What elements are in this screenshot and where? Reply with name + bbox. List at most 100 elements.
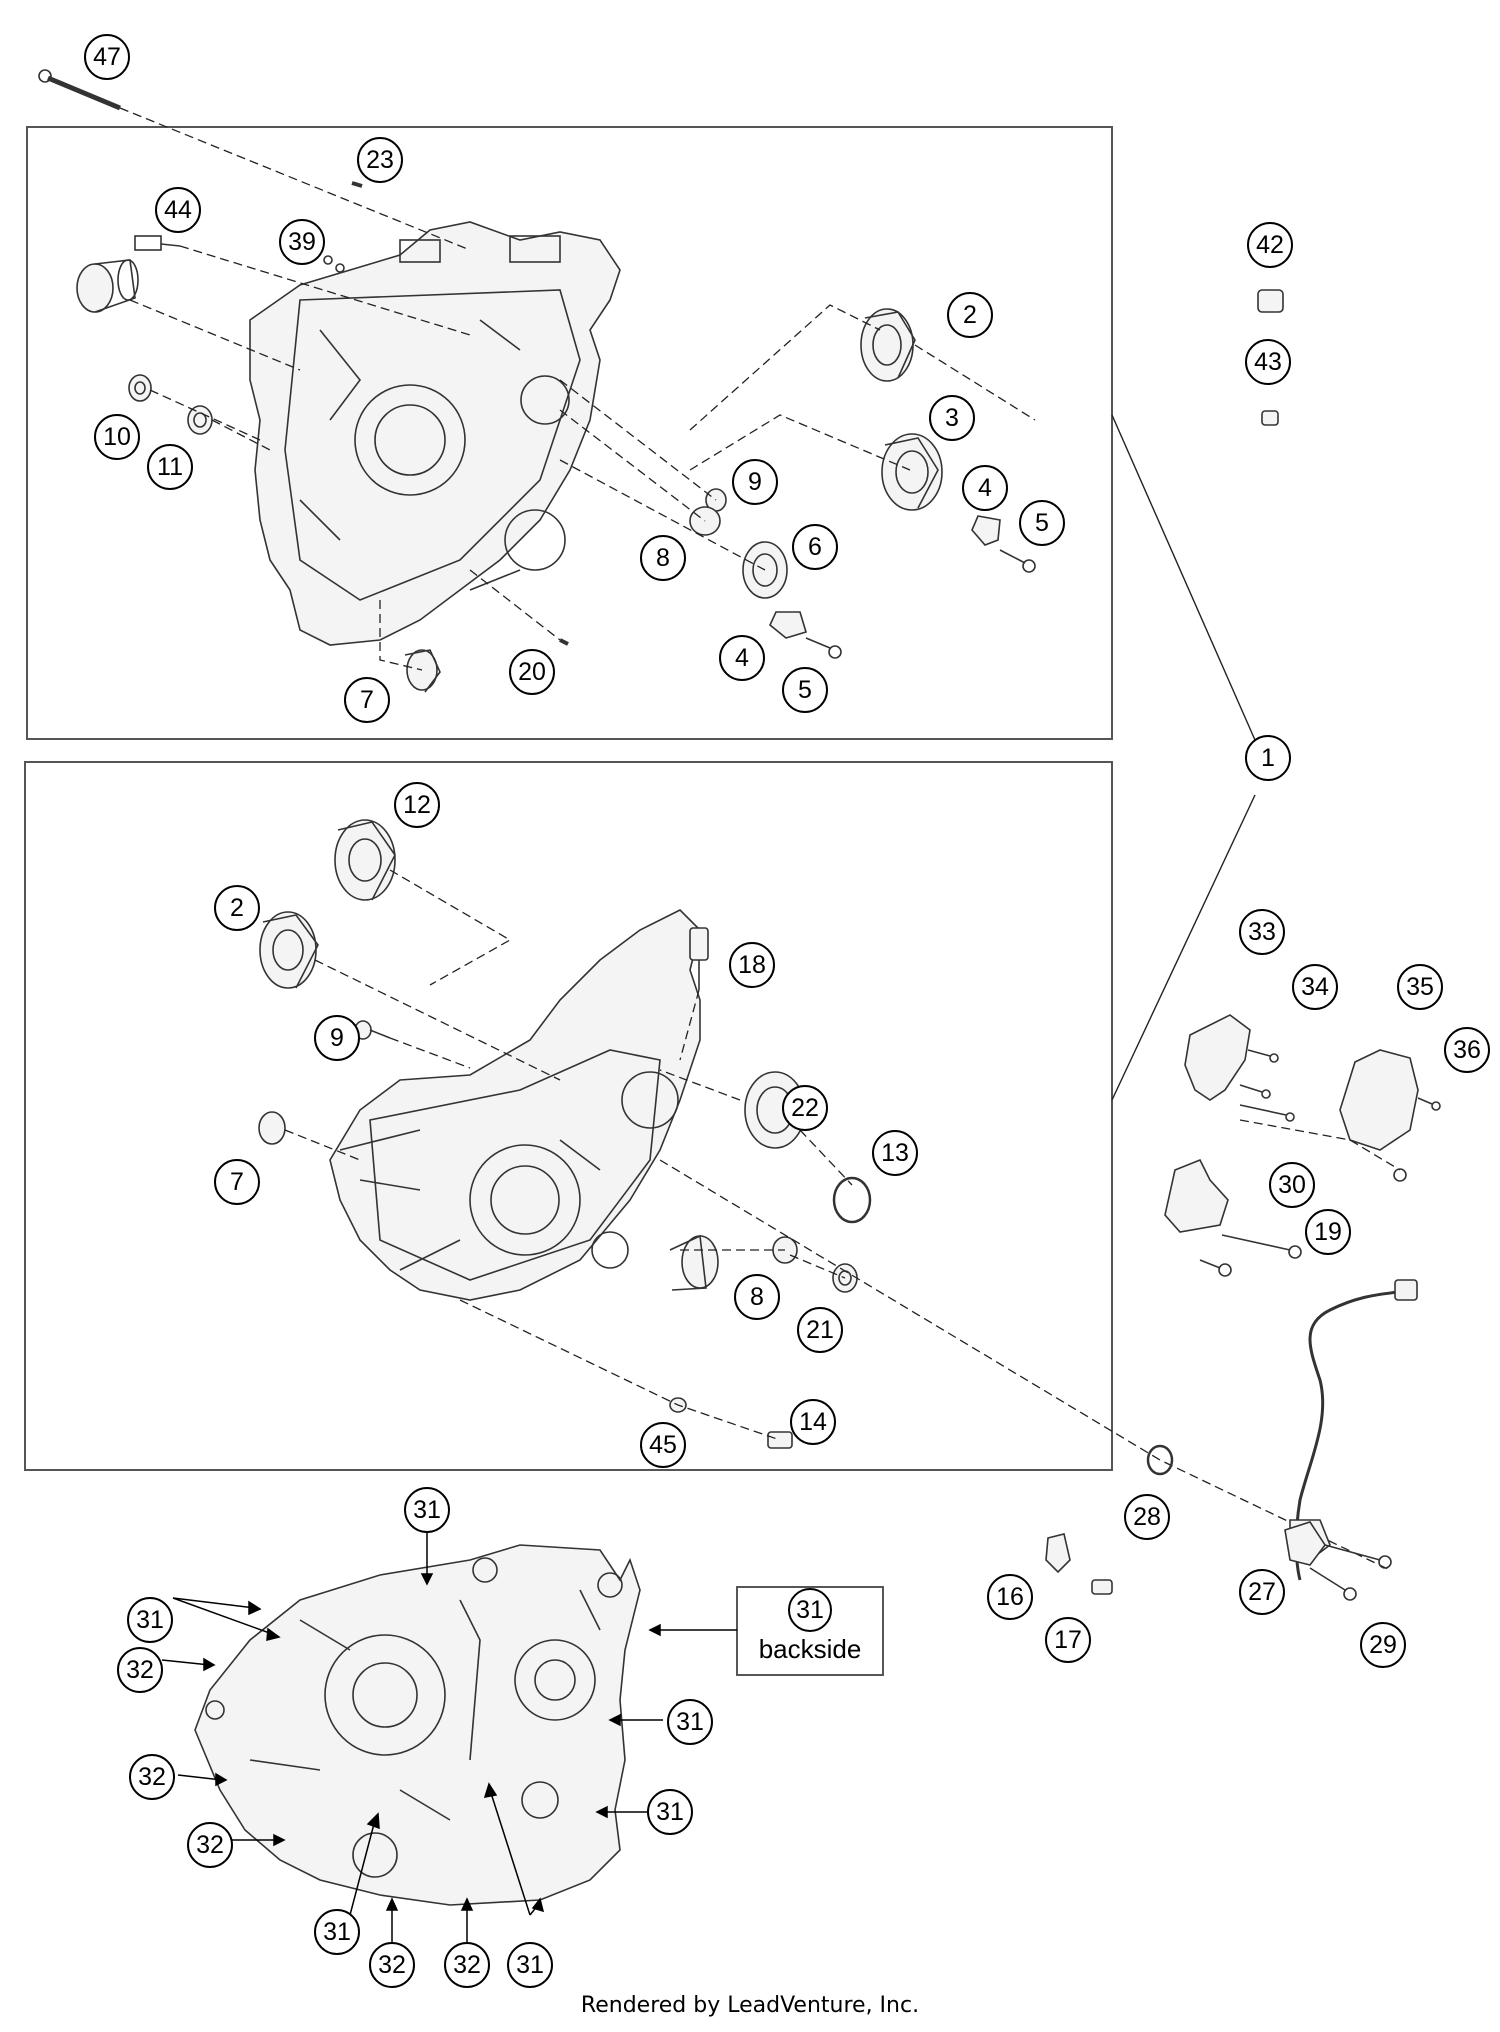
screw-lower-cover <box>1393 1168 1407 1182</box>
svg-text:33: 33 <box>1248 918 1276 946</box>
svg-text:5: 5 <box>1035 509 1049 537</box>
svg-text:31: 31 <box>413 1496 441 1524</box>
svg-text:28: 28 <box>1133 1503 1161 1531</box>
svg-text:27: 27 <box>1248 1578 1276 1606</box>
svg-text:43: 43 <box>1254 348 1282 376</box>
svg-text:35: 35 <box>1406 973 1434 1001</box>
callout-16: 16 <box>987 1574 1033 1620</box>
svg-text:31: 31 <box>676 1708 704 1736</box>
bearing-2-upper <box>860 308 916 382</box>
svg-text:2: 2 <box>230 894 244 922</box>
dowel-23 <box>351 181 363 188</box>
svg-text:4: 4 <box>978 474 992 502</box>
svg-text:1: 1 <box>1261 744 1275 772</box>
callout-9-upper: 9 <box>732 459 778 505</box>
callout-21: 21 <box>797 1307 843 1353</box>
callout-31-bottom-right: 31 <box>507 1942 553 1988</box>
svg-text:34: 34 <box>1301 973 1329 1001</box>
seal-10 <box>128 374 152 402</box>
callout-8-lower: 8 <box>734 1274 780 1320</box>
callout-7-upper: 7 <box>344 677 390 723</box>
seal-11 <box>187 405 213 435</box>
callout-28: 28 <box>1124 1494 1170 1540</box>
svg-text:32: 32 <box>196 1831 224 1859</box>
svg-text:47: 47 <box>93 43 121 71</box>
svg-text:5: 5 <box>798 676 812 704</box>
callout-6: 6 <box>792 524 838 570</box>
svg-text:32: 32 <box>378 1951 406 1979</box>
callout-1: 1 <box>1245 735 1291 781</box>
bracket-4-lower <box>769 611 807 639</box>
callout-17: 17 <box>1045 1617 1091 1663</box>
callout-8-upper: 8 <box>640 535 686 581</box>
svg-text:9: 9 <box>748 468 762 496</box>
callout-43: 43 <box>1245 339 1291 385</box>
callout-2-lower: 2 <box>214 885 260 931</box>
callout-32-left-3: 32 <box>187 1822 233 1868</box>
callout-23: 23 <box>357 137 403 183</box>
upper-crankcase-panel <box>26 126 1113 740</box>
callout-3: 3 <box>929 395 975 441</box>
bracket-16 <box>1045 1533 1071 1574</box>
callout-31-right-2: 31 <box>647 1789 693 1835</box>
callout-9-lower: 9 <box>314 1015 360 1061</box>
svg-text:32: 32 <box>138 1763 166 1791</box>
svg-text:12: 12 <box>403 791 431 819</box>
svg-text:14: 14 <box>799 1408 827 1436</box>
svg-text:7: 7 <box>230 1168 244 1196</box>
sleeve-42 <box>1257 289 1284 313</box>
callout-10: 10 <box>94 414 140 460</box>
svg-text:22: 22 <box>791 1094 819 1122</box>
dowel-20 <box>559 638 569 646</box>
cover-35 <box>1339 1049 1441 1151</box>
svg-text:44: 44 <box>164 196 192 224</box>
svg-text:36: 36 <box>1453 1036 1481 1064</box>
crankcase-half-right <box>329 909 701 1301</box>
svg-text:31: 31 <box>656 1798 684 1826</box>
callout-31-bottom-left: 31 <box>314 1909 360 1955</box>
lower-crankcase-panel <box>24 761 1113 1471</box>
svg-text:10: 10 <box>103 423 131 451</box>
svg-text:39: 39 <box>288 228 316 256</box>
svg-text:23: 23 <box>366 146 394 174</box>
callout-5-upper: 5 <box>1019 500 1065 546</box>
bearing-12 <box>334 819 396 901</box>
callout-12: 12 <box>394 782 440 828</box>
backside-label: backside <box>759 1634 862 1664</box>
svg-text:7: 7 <box>360 686 374 714</box>
washer-28 <box>1146 1444 1174 1476</box>
long-bolt-47 <box>38 69 121 111</box>
svg-text:8: 8 <box>750 1283 764 1311</box>
svg-text:6: 6 <box>808 533 822 561</box>
svg-text:31: 31 <box>516 1951 544 1979</box>
callout-29: 29 <box>1360 1622 1406 1668</box>
callout-32-bottom-1: 32 <box>369 1942 415 1988</box>
svg-text:2: 2 <box>963 301 977 329</box>
callout-34: 34 <box>1292 964 1338 1010</box>
sleeve-bearing-lower <box>669 1234 719 1291</box>
callout-32-left-2: 32 <box>129 1754 175 1800</box>
svg-text:31: 31 <box>136 1606 164 1634</box>
screws-34 <box>1239 1049 1295 1122</box>
bearing-3 <box>881 433 943 511</box>
footer-credit: Rendered by LeadVenture, Inc. <box>580 1993 920 2018</box>
svg-text:30: 30 <box>1278 1171 1306 1199</box>
callout-5-lower: 5 <box>782 667 828 713</box>
sensor-18 <box>689 927 709 990</box>
callout-11: 11 <box>147 444 193 490</box>
callout-31-backside: 31 <box>788 1588 832 1632</box>
svg-text:20: 20 <box>518 658 546 686</box>
screw-5-upper <box>999 549 1036 573</box>
callout-32-left-1: 32 <box>117 1647 163 1693</box>
svg-text:31: 31 <box>796 1596 824 1624</box>
callout-18: 18 <box>729 942 775 988</box>
sensor-27 <box>1284 1521 1392 1569</box>
callout-13: 13 <box>872 1130 918 1176</box>
callout-33: 33 <box>1239 909 1285 955</box>
plugs-39 <box>323 255 345 273</box>
screw-14 <box>767 1431 793 1449</box>
bottom-arrows <box>161 1525 737 1945</box>
bushing-7-upper <box>404 649 441 693</box>
callout-22: 22 <box>782 1085 828 1131</box>
